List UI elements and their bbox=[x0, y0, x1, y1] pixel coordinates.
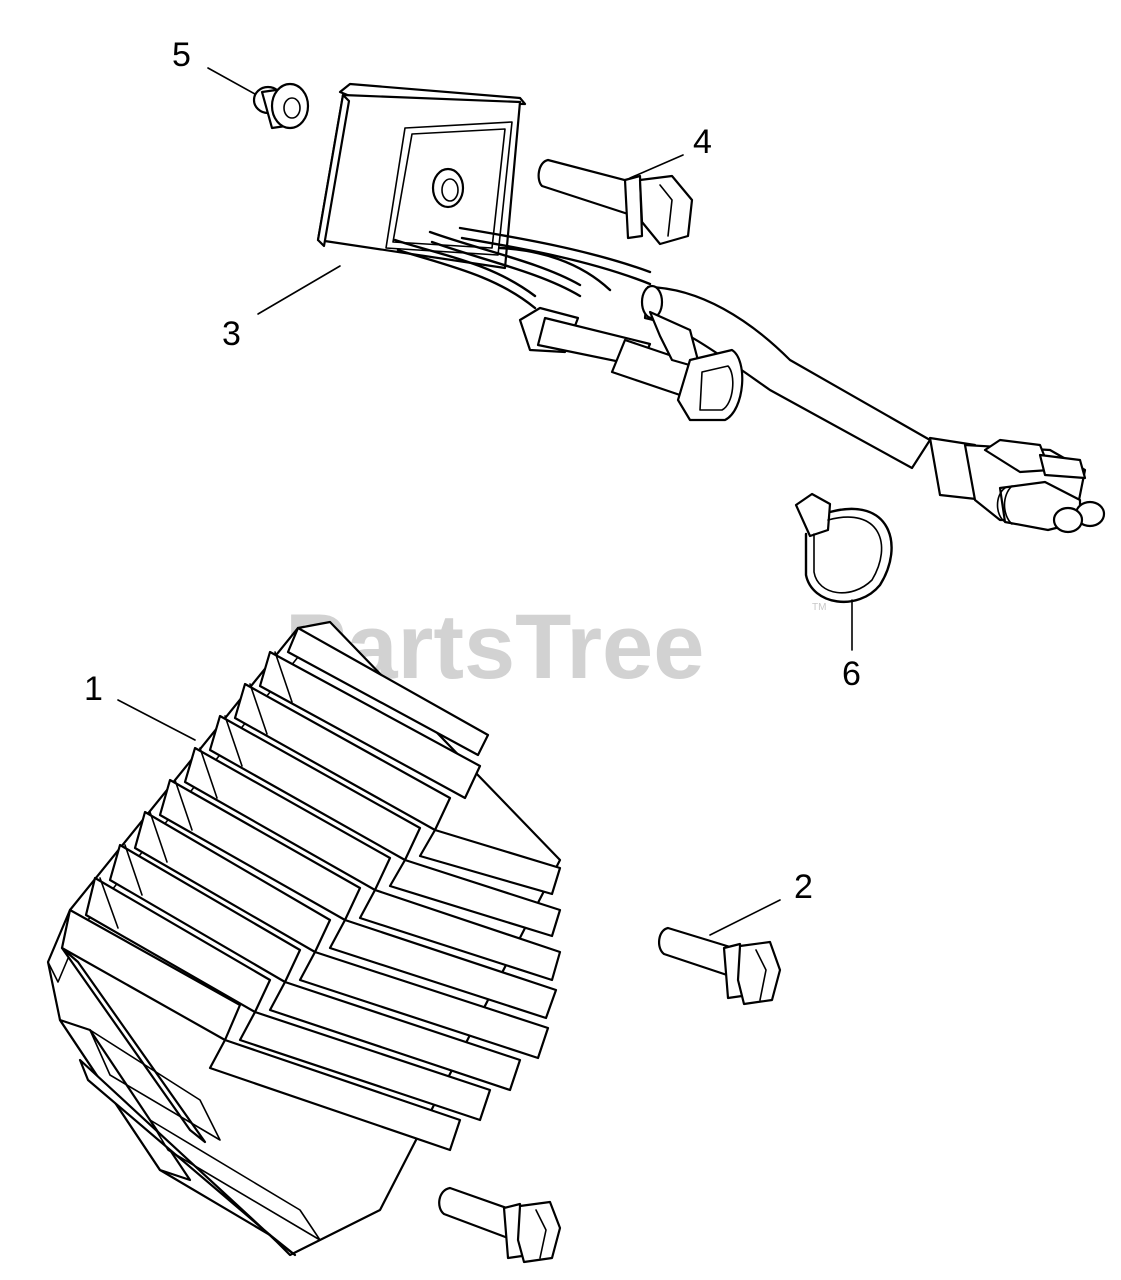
callout-3[interactable]: 3 bbox=[222, 315, 241, 353]
leader-lines bbox=[117, 67, 853, 936]
part-2-bolt-upper[interactable] bbox=[658, 926, 782, 1006]
part-1-heat-sink[interactable] bbox=[46, 620, 562, 1257]
part-3-regulator-harness[interactable] bbox=[316, 82, 1106, 534]
watermark-trademark: TM bbox=[812, 602, 826, 613]
leader-4 bbox=[629, 154, 684, 179]
leader-1 bbox=[117, 699, 196, 741]
callout-5[interactable]: 5 bbox=[172, 36, 191, 74]
callout-4[interactable]: 4 bbox=[693, 123, 712, 161]
callout-labels: 5 4 3 6 1 2 bbox=[84, 36, 861, 906]
part-6-cable-tie[interactable] bbox=[794, 492, 893, 603]
part-5-grommet[interactable] bbox=[252, 82, 310, 130]
callout-6[interactable]: 6 bbox=[842, 655, 861, 693]
leader-2 bbox=[709, 899, 781, 936]
part-2-bolt-lower[interactable] bbox=[438, 1186, 562, 1264]
part-4-bolt[interactable] bbox=[537, 158, 694, 246]
leader-5 bbox=[207, 67, 256, 95]
callout-2[interactable]: 2 bbox=[794, 868, 813, 906]
leader-3 bbox=[257, 265, 341, 315]
callout-1[interactable]: 1 bbox=[84, 670, 103, 708]
